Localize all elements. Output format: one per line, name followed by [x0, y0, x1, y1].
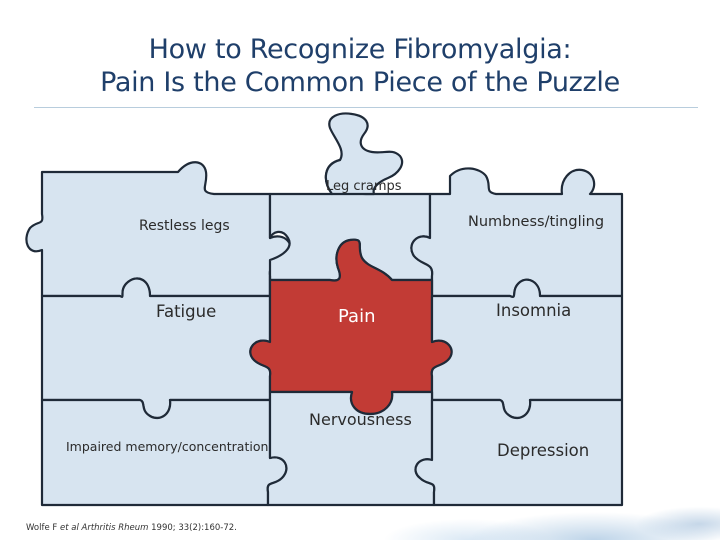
puzzle-piece-depression [414, 398, 624, 507]
citation-authors: Wolfe F [26, 523, 60, 533]
citation: Wolfe F et al Arthritis Rheum 1990; 33(2… [26, 523, 237, 533]
puzzle-piece-leg-cramps-tab [324, 112, 404, 196]
slide-title: How to Recognize Fibromyalgia: Pain Is t… [0, 33, 720, 99]
citation-journal: Arthritis Rheum [81, 523, 149, 533]
label-insomnia: Insomnia [496, 301, 572, 320]
label-restless-legs: Restless legs [139, 218, 230, 234]
title-line-1: How to Recognize Fibromyalgia: [148, 34, 572, 65]
title-line-2: Pain Is the Common Piece of the Puzzle [100, 67, 620, 98]
label-depression: Depression [497, 441, 590, 460]
citation-ref: 1990; 33(2):160-72. [148, 523, 237, 533]
label-impaired-memory: Impaired memory/concentration [66, 439, 269, 454]
title-divider [34, 107, 698, 108]
label-nervousness: Nervousness [309, 410, 412, 429]
label-pain: Pain [338, 306, 376, 327]
label-leg-cramps: Leg cramps [326, 179, 402, 194]
puzzle-piece-top-right [410, 167, 624, 298]
label-fatigue: Fatigue [156, 302, 217, 321]
citation-etal: et al [59, 523, 79, 533]
label-numbness-tingling: Numbness/tingling [468, 214, 605, 230]
puzzle-piece-fatigue [40, 274, 272, 420]
puzzle-piece-nervousness [266, 390, 436, 507]
